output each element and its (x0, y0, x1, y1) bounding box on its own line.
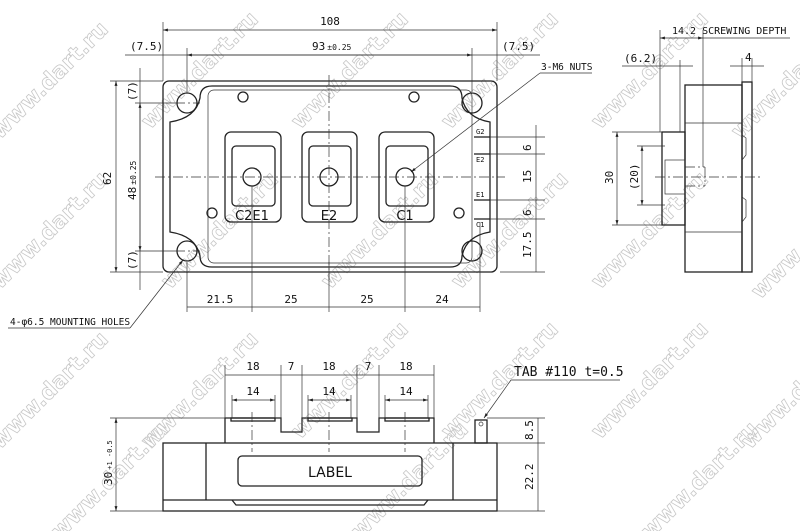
watermark-text: www.dart.ru (157, 167, 284, 294)
dim-6-2: (6.2) (624, 52, 657, 65)
screws (206, 91, 465, 219)
nuts-callout: 3-M6 NUTS (541, 62, 593, 73)
pin-e1: E1 (476, 191, 484, 199)
dim-4: 4 (745, 51, 752, 64)
dim-18c: 18 (399, 360, 412, 373)
dim-top-offset: (7) (126, 81, 139, 101)
dim-15: 15 (521, 170, 534, 183)
dim-25a: 25 (284, 293, 297, 306)
dim-14b: 14 (322, 385, 336, 398)
pin-e2: E2 (476, 156, 484, 164)
dim-6b: 6 (521, 209, 534, 216)
top-view: C2E1 E2 C1 G2 E2 E1 C1 108 93±0.25 (7.5)… (8, 15, 593, 329)
watermark-text: www.dart.ru (287, 317, 414, 444)
dim-7b: 7 (365, 360, 372, 373)
tab-callout: TAB #110 t=0.5 (514, 365, 624, 380)
dim-14c: 14 (399, 385, 413, 398)
dim-21-5: 21.5 (207, 293, 234, 306)
terminal-label-e2: E2 (321, 209, 338, 224)
watermark-text: www.dart.ru (447, 167, 574, 294)
dim-14a: 14 (246, 385, 260, 398)
dim-hole-vpitch: 48±0.25 (126, 160, 139, 200)
front-dims: 18 7 18 7 18 14 14 14 30+1 -0.5 8.5 22.2 (102, 360, 545, 512)
dim-18a: 18 (246, 360, 259, 373)
watermark-text: www.dart.ru (0, 327, 114, 454)
watermark-text: www.dart.ru (317, 167, 444, 294)
dim-25b: 25 (360, 293, 373, 306)
label-area (237, 455, 423, 487)
gate-pins: G2 E2 E1 C1 (474, 128, 490, 229)
dim-30-side: 30 (603, 171, 616, 184)
screwing-depth: 14.2 SCREWING DEPTH (672, 26, 786, 37)
mounting-holes-callout: 4-φ6.5 MOUNTING HOLES (10, 317, 130, 328)
pin-g2: G2 (476, 128, 484, 136)
dim-22-2: 22.2 (523, 464, 536, 491)
module-outline (162, 80, 498, 273)
watermark-text: www.dart.ru (747, 177, 800, 304)
dim-right-offset: (7.5) (502, 40, 535, 53)
watermark-text: www.dart.ru (0, 17, 114, 144)
bottom-dims: 21.5 25 25 24 (186, 186, 481, 312)
label-text: LABEL (308, 465, 352, 481)
watermark-text: www.dart.ru (137, 7, 264, 134)
watermark-text: www.dart.ru (637, 417, 764, 531)
dim-17-5: 17.5 (521, 232, 534, 259)
watermark-text: www.dart.ru (287, 7, 414, 134)
dim-8-5: 8.5 (523, 420, 536, 440)
dim-24: 24 (435, 293, 449, 306)
dim-bottom-offset: (7) (126, 250, 139, 270)
watermark-text: www.dart.ru (347, 417, 474, 531)
dim-hole-pitch: 93±0.25 (312, 40, 352, 53)
watermark-text: www.dart.ru (0, 167, 114, 294)
dim-30-front: 30+1 -0.5 (102, 440, 115, 485)
dim-18b: 18 (322, 360, 335, 373)
right-dims: 6 15 6 17.5 (490, 125, 545, 273)
side-view: 14.2 SCREWING DEPTH (6.2) 4 30 (20) (603, 26, 790, 273)
watermark-text: www.dart.ru (587, 317, 714, 444)
dim-7a: 7 (288, 360, 295, 373)
dim-height: 62 (101, 172, 114, 185)
dim-left-offset: (7.5) (130, 40, 163, 53)
tab-terminal (474, 419, 488, 444)
dim-20: (20) (628, 164, 641, 191)
dim-6a: 6 (521, 144, 534, 151)
front-view: LABEL 18 7 18 7 18 14 14 14 30+1 -0.5 8.… (102, 360, 624, 512)
dim-width: 108 (320, 15, 340, 28)
